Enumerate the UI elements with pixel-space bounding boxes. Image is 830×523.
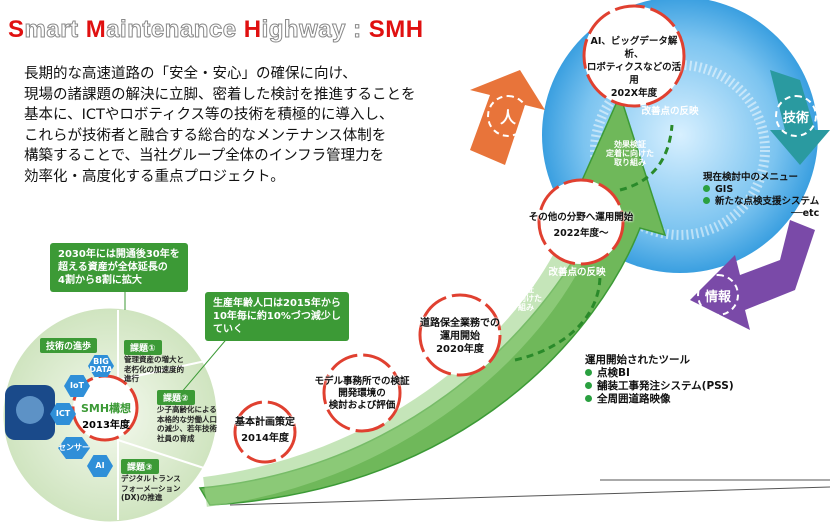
effect-verification-label-upper: 効果検証 定着に向けた 取り組み (606, 140, 654, 167)
bullet-icon (703, 185, 710, 192)
issue-2-label: 課題② (157, 390, 195, 405)
population-callout: 生産年齢人口は2015年から 10年毎に約10%づつ減少し ていく (205, 292, 349, 341)
effect-verification-label: 効果検証 定着に向けた 取り組み (494, 285, 542, 312)
smh-concept-year: 2013年度 (82, 420, 130, 431)
bullet-icon (703, 197, 710, 204)
hex-ict: ICT (50, 403, 76, 425)
etc-label: ──etc (791, 208, 820, 219)
milestone-2020: 道路保全業務での 運用開始 2020年度 (420, 318, 500, 355)
issue-1-text: 管理資産の増大と 老朽化の加速度的 進行 (124, 355, 184, 383)
milestone-model-office: モデル事務所での検証 開発環境の 検討および評価 (314, 376, 410, 411)
page-title: Smart Maintenance Highway : SMH (8, 16, 424, 44)
bullet-icon (585, 395, 592, 402)
menu-under-review: 現在検討中のメニュー GIS 新たな点検支援システム ──etc (703, 172, 819, 220)
hex-big-data: BIG DATA (88, 355, 114, 377)
hex-iot: IoT (64, 375, 90, 397)
tool-item: 点検BI (585, 367, 734, 380)
bullet-icon (585, 382, 592, 389)
menu-item: 新たな点検支援システム (703, 196, 819, 208)
issue-3-label: 課題③ (121, 459, 159, 474)
hex-sensor: センサー (58, 437, 90, 459)
improvement-feedback-label-upper: 改善点の反映 (641, 106, 699, 117)
tool-item: 全周囲道路映像 (585, 393, 734, 406)
information-label: 情報 (697, 274, 739, 316)
issue-3-text: デジタルトランス フォーメーション (DX)の推進 (121, 474, 181, 502)
intro-text: 長期的な高速道路の「安全・安心」の確保に向け、 現場の諸課題の解決に立脚、密着し… (24, 66, 416, 185)
issue-2-text: 少子高齢化による 本格的な労働人口 の減少、若年技術 社員の育成 (157, 405, 217, 443)
people-label: 人 (487, 95, 529, 137)
issue-1-label: 課題① (124, 340, 162, 355)
tools-in-operation: 運用開始されたツール 点検BI 舗装工事発注システム(PSS) 全周囲道路映像 (585, 354, 734, 406)
smh-concept-title: SMH構想 (80, 402, 132, 415)
tools-title: 運用開始されたツール (585, 354, 690, 366)
assets-callout: 2030年には開通後30年を 超える資産が全体延長の 4割から8割に拡大 (50, 243, 188, 292)
milestone-202x: AI、ビッグデータ解析、 ロボティクスなどの活用 202X年度 (586, 36, 682, 99)
improvement-feedback-label: 改善点の反映 (548, 267, 606, 278)
milestone-2022: その他の分野へ運用開始 2022年度～ (528, 212, 634, 239)
hex-ai: AI (87, 455, 113, 477)
tech-progress-label: 技術の進歩 (40, 338, 98, 353)
milestone-2014: 基本計画策定 2014年度 (235, 417, 295, 444)
menu-under-review-title: 現在検討中のメニュー (703, 172, 799, 183)
tool-item: 舗装工事発注システム(PSS) (585, 380, 734, 393)
menu-item: GIS (703, 184, 819, 196)
technology-label: 技術 (775, 95, 817, 137)
bullet-icon (585, 369, 592, 376)
